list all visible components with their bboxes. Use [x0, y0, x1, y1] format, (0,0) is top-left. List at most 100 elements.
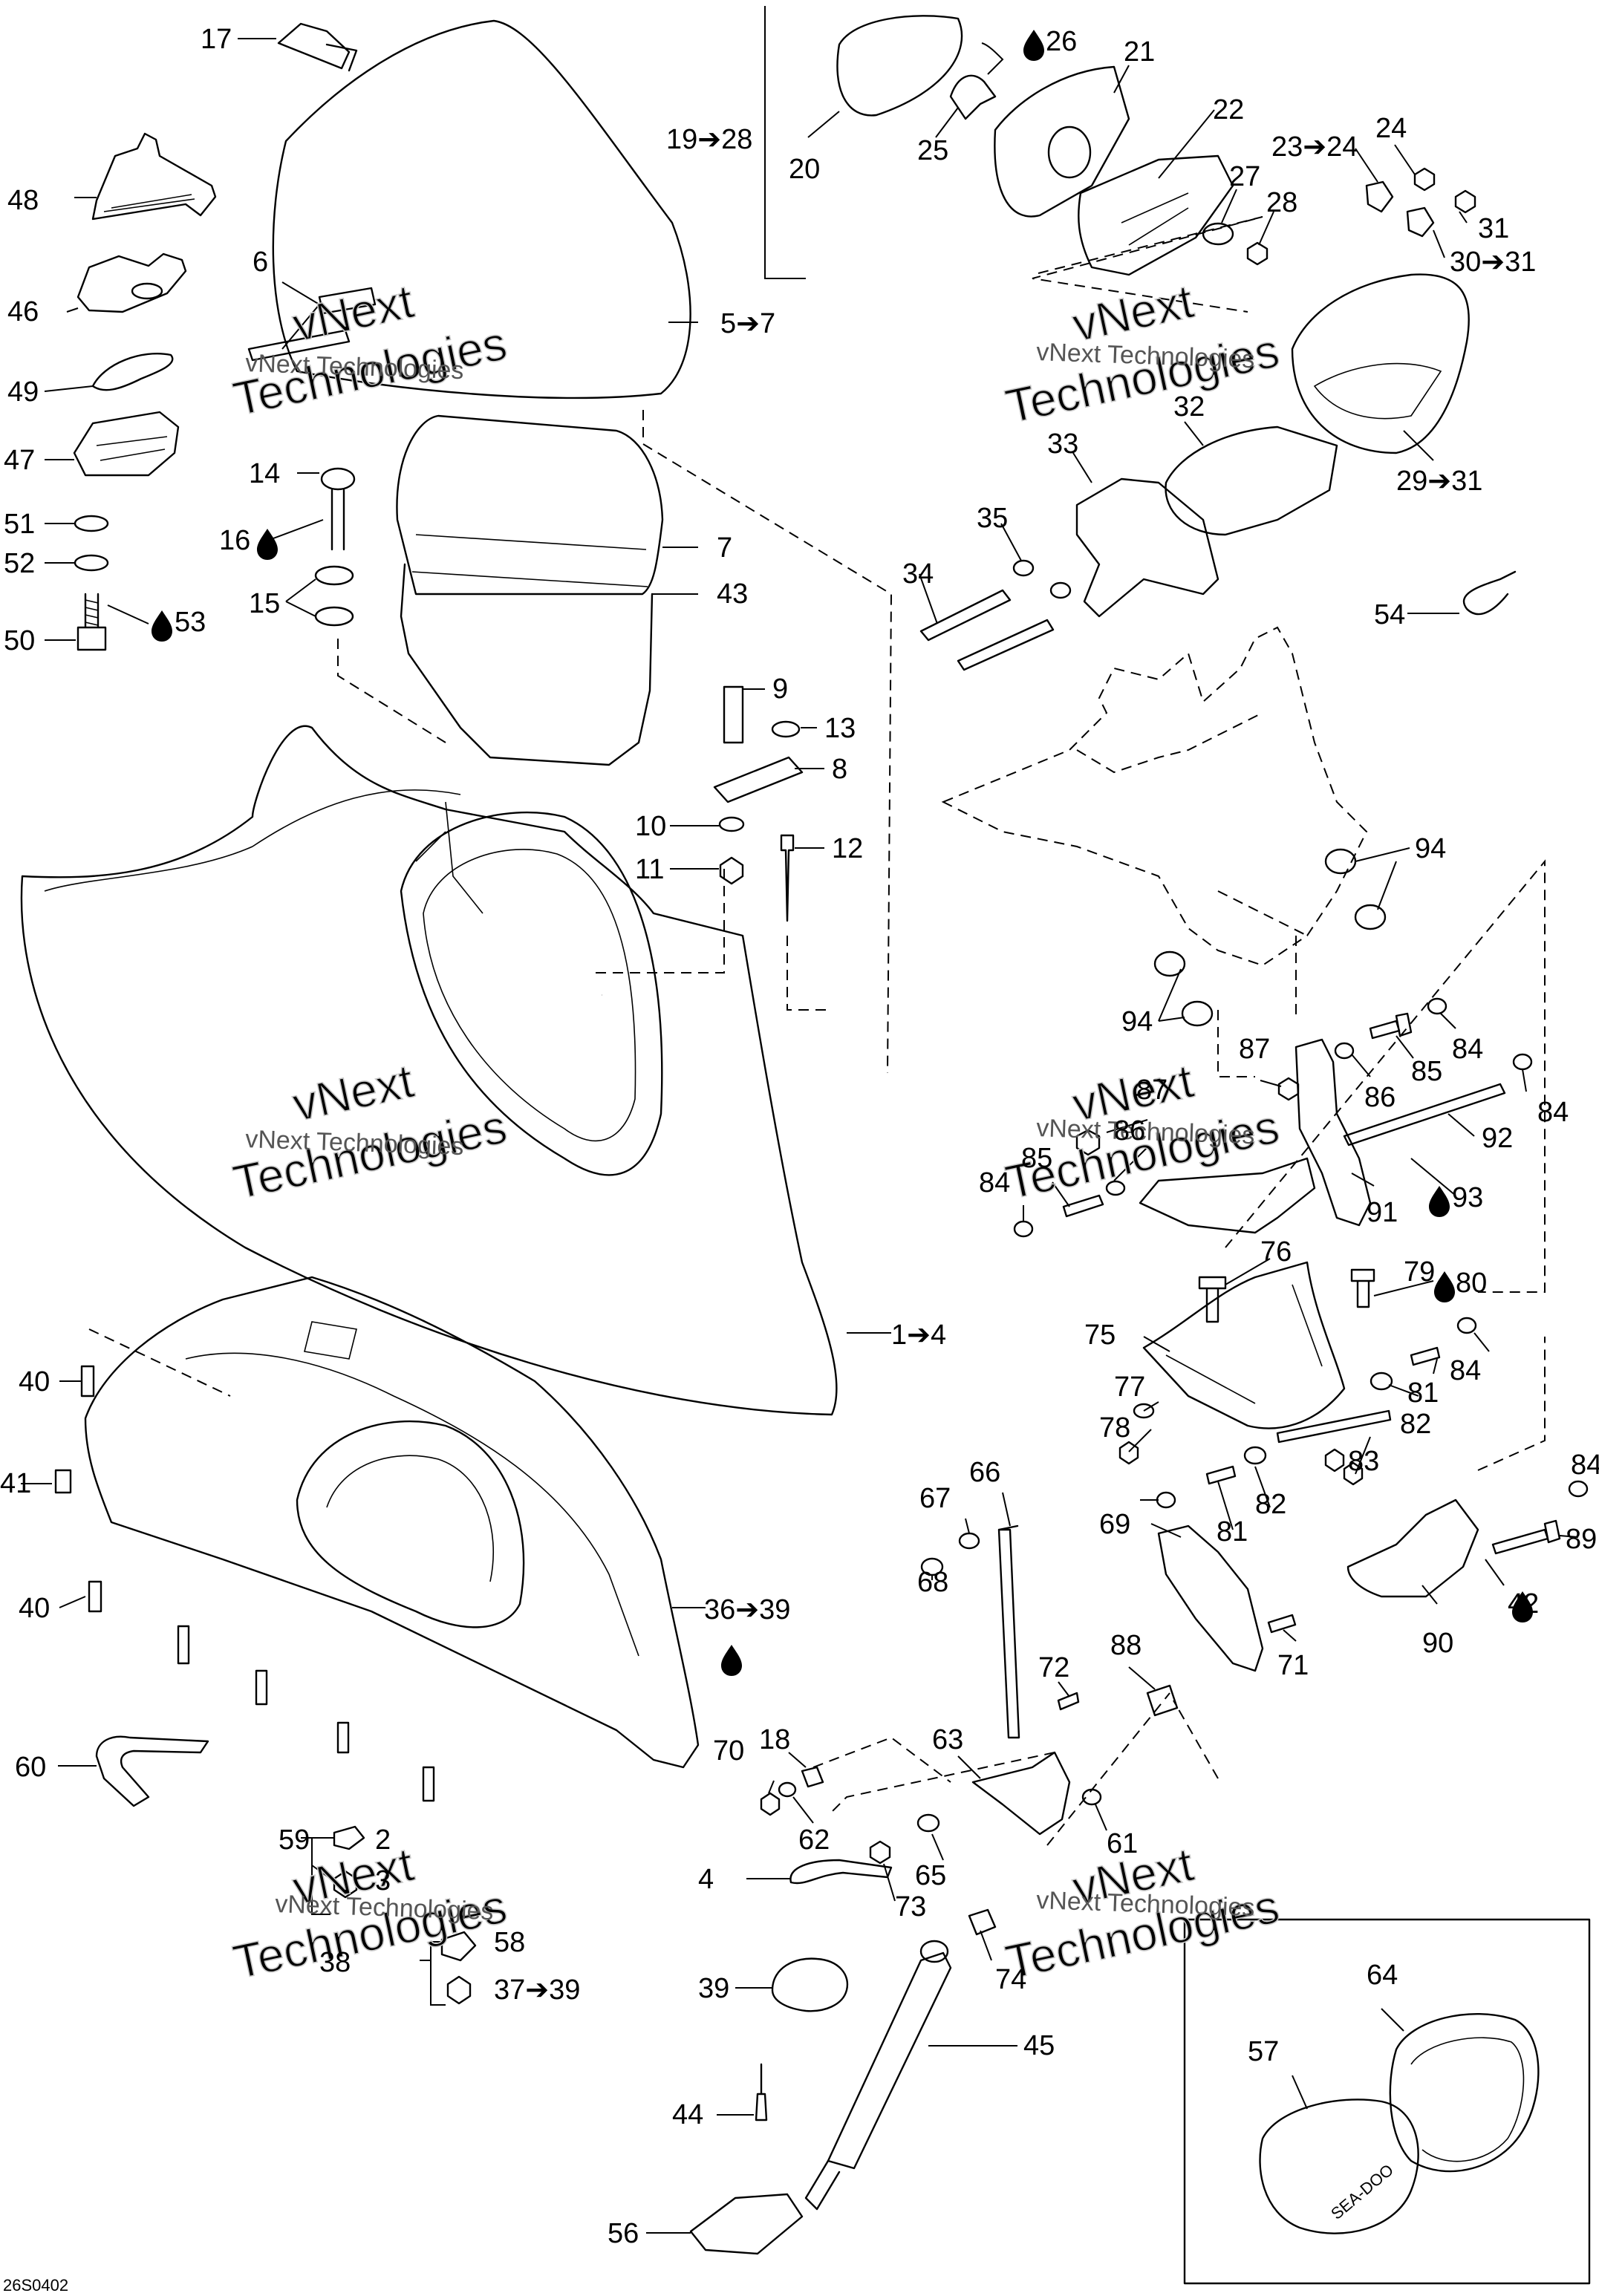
mirror-plate-part — [994, 65, 1130, 218]
callout-label: 1➔4 — [891, 1320, 946, 1351]
washer-part — [1370, 1372, 1393, 1391]
bolt-part — [1491, 1519, 1561, 1555]
callout-label: 51 — [4, 509, 35, 540]
bolt-part — [76, 593, 107, 651]
callout-label: 34 — [902, 558, 934, 590]
clip-nut-part — [333, 1825, 365, 1850]
callout-label: 25 — [917, 135, 948, 166]
washer-part — [1012, 559, 1035, 577]
callout-label: 13 — [824, 713, 856, 744]
callout-label: 35 — [977, 503, 1008, 534]
callout-label: 8 — [832, 754, 847, 785]
bolt-part — [919, 589, 1012, 642]
callout-label: 49 — [7, 376, 39, 408]
washer-part — [916, 1813, 940, 1833]
bolt-part — [957, 619, 1055, 671]
callout-label: 92 — [1482, 1123, 1513, 1154]
callout-label: 38 — [319, 1947, 351, 1978]
bolt-part — [1410, 1346, 1441, 1366]
bolt-part — [723, 685, 744, 744]
tie-strap-part — [1462, 570, 1517, 616]
callout-label: 80 — [1456, 1268, 1487, 1299]
callout-label: 84 — [1450, 1355, 1481, 1386]
callout-label: 15 — [249, 588, 280, 619]
nut-part — [869, 1840, 891, 1865]
leader-lines — [21, 6, 1579, 2234]
callout-label: 21 — [1124, 36, 1155, 68]
callout-label: 28 — [1266, 187, 1297, 218]
grommet-part — [1354, 904, 1387, 930]
drop-icon — [1429, 1186, 1450, 1217]
callout-label: 40 — [19, 1593, 50, 1624]
cap-part — [1568, 1480, 1589, 1498]
callout-label: 19➔28 — [666, 124, 752, 155]
callout-label: 16 — [219, 525, 250, 556]
callout-label: 46 — [7, 296, 39, 327]
callout-label: 86 — [1114, 1115, 1145, 1147]
link-arm-part — [1139, 1157, 1316, 1234]
callout-label: 52 — [4, 548, 35, 579]
callout-label: 75 — [1084, 1320, 1116, 1351]
callout-label: 94 — [1121, 1006, 1153, 1037]
detail-inset-box — [1183, 1918, 1591, 2285]
nut-part — [1365, 180, 1394, 213]
nut-part — [1277, 1077, 1300, 1101]
callout-label: 53 — [175, 607, 206, 638]
steering-bracket-part — [1142, 1261, 1346, 1429]
nut-part — [719, 856, 744, 885]
washer-part — [778, 1781, 797, 1798]
drop-icon — [1023, 30, 1044, 61]
steering-arm-part — [1294, 1038, 1372, 1227]
mirror-base-part — [1165, 425, 1338, 536]
rod-part — [1343, 1083, 1506, 1147]
ball-stud-part — [968, 1908, 997, 1936]
callout-label: 66 — [969, 1457, 1000, 1488]
callout-label: 86 — [1364, 1082, 1396, 1113]
nut-part — [1454, 189, 1476, 214]
grommet-part — [1181, 1000, 1214, 1027]
callout-label: 12 — [832, 833, 863, 864]
callout-label: 6 — [253, 247, 268, 278]
drop-icon — [257, 529, 278, 560]
bar-part — [247, 329, 351, 362]
callout-label: 37➔39 — [494, 1974, 580, 2006]
cap-part — [1013, 1220, 1034, 1238]
nut-part — [1324, 1448, 1345, 1472]
callout-label: 54 — [1374, 599, 1405, 630]
callout-label: 48 — [7, 185, 39, 216]
callout-label: 32 — [1173, 391, 1205, 423]
callout-label: 29➔31 — [1396, 466, 1482, 497]
callout-label: 89 — [1566, 1524, 1597, 1555]
washer-part — [1243, 1446, 1267, 1465]
watermark-company: vNext — [288, 1054, 418, 1131]
bolt-head-part — [320, 467, 356, 491]
callout-label: 70 — [713, 1735, 744, 1767]
callout-label: 85 — [1411, 1056, 1442, 1087]
callout-label: 72 — [1038, 1652, 1069, 1683]
plate-part — [1157, 1524, 1264, 1672]
washer-part — [958, 1532, 980, 1550]
callout-label: 59 — [279, 1824, 310, 1856]
callout-label: 79 — [1404, 1256, 1435, 1288]
bolt-part — [1198, 1276, 1227, 1323]
callout-label: 60 — [15, 1752, 46, 1783]
callout-label: 84 — [1571, 1449, 1599, 1481]
bolt-part — [1369, 1012, 1413, 1040]
windshield-part — [272, 19, 691, 399]
callout-label: 93 — [1452, 1182, 1483, 1213]
nut-part — [1118, 1441, 1139, 1465]
base-plate-part — [689, 2193, 804, 2255]
callout-label: 94 — [1415, 833, 1446, 864]
callout-label: 50 — [4, 625, 35, 656]
nut-part — [446, 1975, 472, 2005]
spacer-part — [801, 1766, 824, 1788]
callout-label: 20 — [789, 154, 820, 185]
callout-label: 3 — [375, 1865, 391, 1897]
nut-part — [1343, 1461, 1364, 1486]
logo-mark: SEA-DOO — [1327, 2160, 1397, 2222]
callout-label: 18 — [759, 1724, 790, 1755]
callout-label: 47 — [4, 445, 35, 476]
callout-labels: 17 26 21 22 19➔28 20 25 24 23➔24 27 28 4… — [0, 24, 1599, 2249]
cap-part — [1259, 2098, 1419, 2234]
callout-label: 67 — [919, 1483, 951, 1514]
